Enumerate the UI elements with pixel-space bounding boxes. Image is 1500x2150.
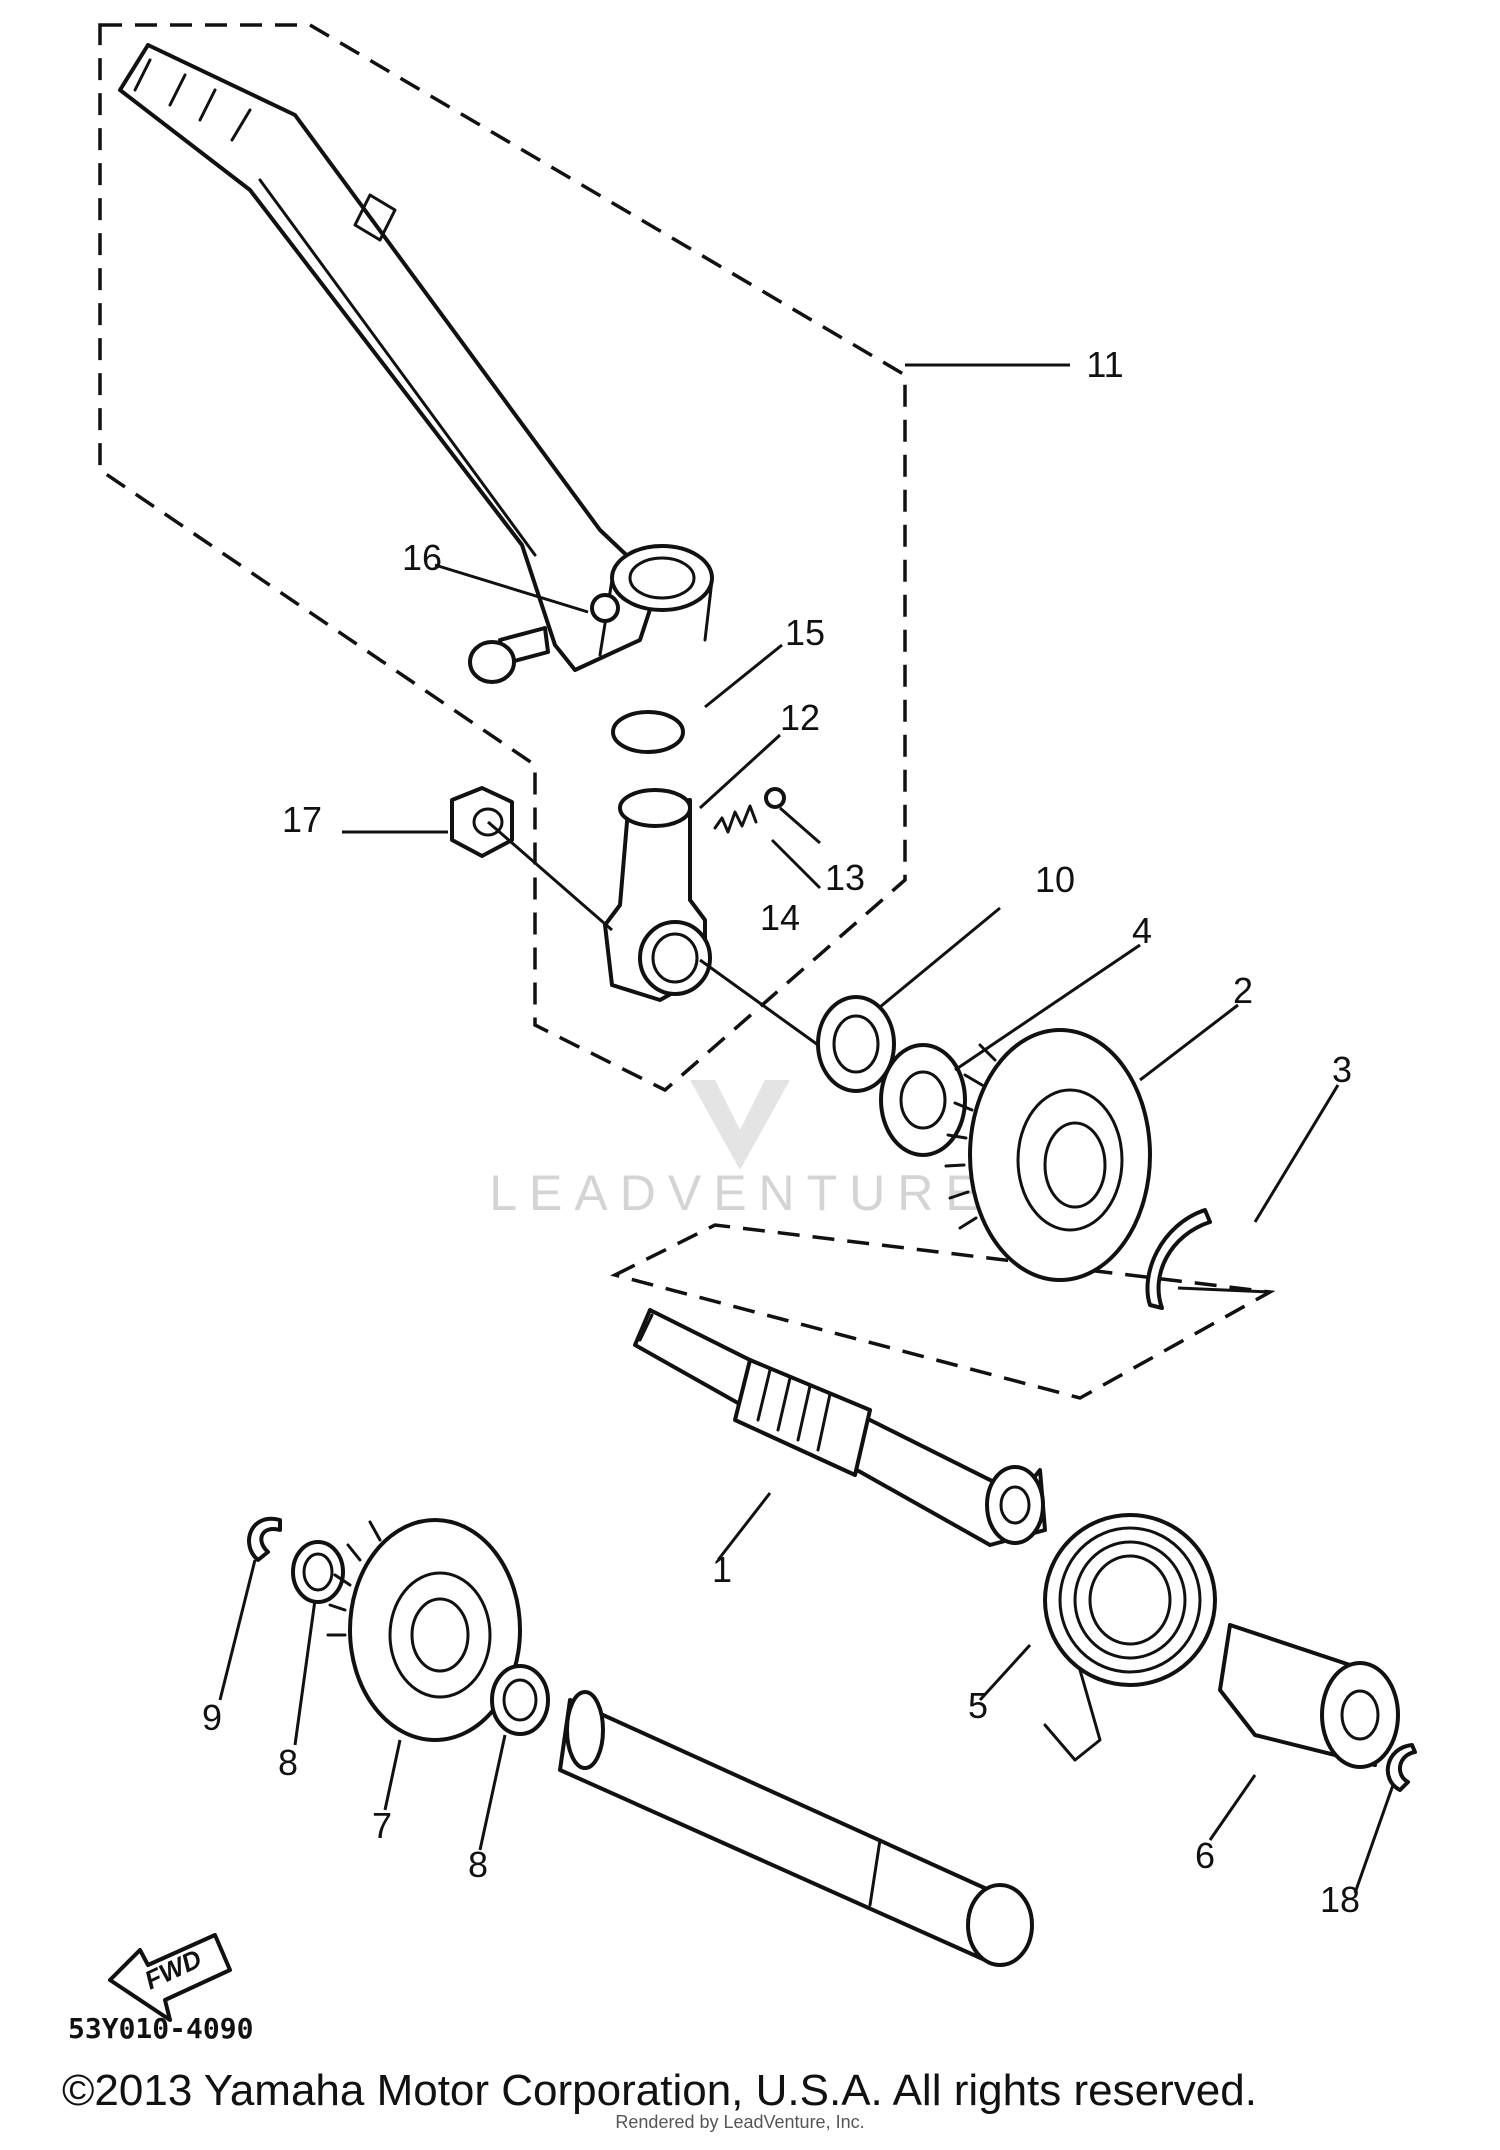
callout-13: 13 (825, 857, 865, 898)
callout-16: 16 (402, 537, 442, 578)
callout-8-lower: 8 (468, 1844, 488, 1885)
assembly-axis-line (487, 820, 613, 932)
callout-9: 9 (202, 1697, 222, 1738)
callout-12: 12 (780, 697, 820, 738)
circlip-18 (1385, 1743, 1417, 1792)
assembly-axis-line-2 (699, 958, 826, 1052)
watermark-text: LEADVENTURE (489, 1165, 991, 1221)
kick-crank-lever (118, 43, 714, 672)
diagram-code: 53Y010-4090 (68, 2012, 253, 2045)
leader-lines (218, 363, 1395, 1894)
kick-gear (944, 1028, 1152, 1282)
washer (879, 1043, 967, 1157)
callout-17: 17 (282, 799, 322, 840)
watermark-logo-icon (690, 1080, 790, 1170)
callout-4: 4 (1132, 910, 1152, 951)
circlip-3 (1145, 1208, 1212, 1310)
callout-1: 1 (712, 1549, 732, 1590)
copyright-notice: ©2013 Yamaha Motor Corporation, U.S.A. A… (62, 2066, 1257, 2115)
oil-seal (816, 995, 896, 1093)
callout-7: 7 (372, 1805, 392, 1846)
callout-2: 2 (1233, 970, 1253, 1011)
idle-shaft (558, 1690, 1034, 1967)
nut (450, 786, 514, 858)
washer-8-upper (291, 1540, 345, 1604)
callout-11: 11 (1086, 344, 1123, 385)
callout-10: 10 (1035, 859, 1075, 900)
idle-gear (326, 1518, 522, 1742)
callout-15: 15 (785, 612, 825, 653)
kick-axle (633, 1308, 1047, 1547)
callout-8-upper: 8 (278, 1742, 298, 1783)
watermark: LEADVENTURE (489, 1080, 991, 1221)
fwd-direction-arrow: FWD (108, 1933, 232, 2022)
torsion-spring (1043, 1513, 1217, 1762)
spring-small (713, 804, 758, 834)
callout-6: 6 (1195, 1835, 1215, 1876)
circlip-9 (247, 1516, 282, 1562)
callout-5: 5 (968, 1685, 988, 1726)
callout-3: 3 (1332, 1049, 1352, 1090)
o-ring (611, 710, 685, 754)
ball (764, 787, 786, 809)
washer-8-lower (490, 1664, 550, 1736)
callout-18: 18 (1320, 1879, 1360, 1920)
spring-guide (1218, 1623, 1400, 1769)
callout-labels: 1 2 3 4 5 6 7 8 8 9 10 11 12 13 14 15 16… (202, 344, 1360, 1920)
kick-axle-boss (603, 788, 712, 1002)
bolt (468, 626, 550, 684)
callout-14: 14 (760, 897, 800, 938)
rendered-by-notice: Rendered by LeadVenture, Inc. (615, 2112, 864, 2132)
kick-crank-assembly-boundary (98, 23, 907, 1093)
